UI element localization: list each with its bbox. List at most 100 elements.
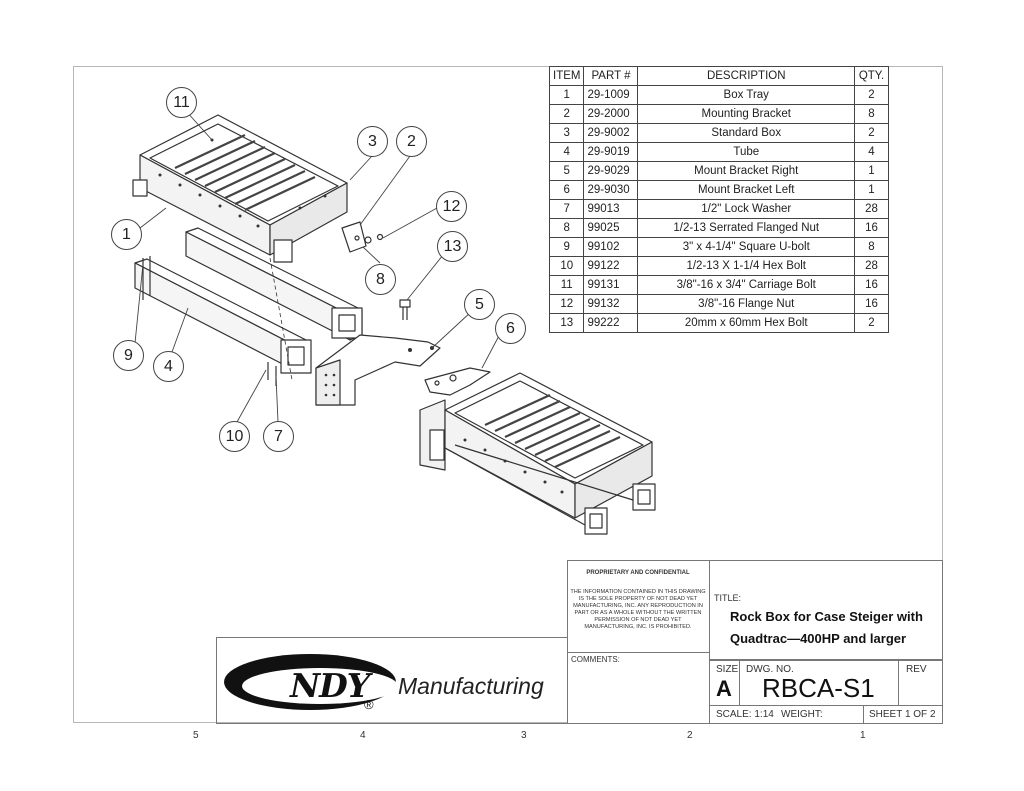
title-line-2: Quadtrac—400HP and larger [730, 631, 907, 646]
comments-box [567, 652, 710, 724]
title-box [709, 590, 943, 660]
bom-item-cell: 5 [548, 161, 585, 181]
bom-item-cell: 6 [548, 180, 585, 200]
bom-part-cell: 29-9029 [583, 161, 639, 181]
bom-part-cell: 99025 [583, 218, 639, 238]
bom-part-cell: 29-2000 [583, 104, 639, 124]
bom-qty-cell: 1 [854, 180, 889, 200]
callout-6: 6 [495, 313, 526, 344]
zone-label-3: 3 [521, 730, 527, 741]
bom-part-cell: 99132 [583, 294, 639, 314]
dwg-no-box [739, 660, 899, 706]
bom-part-cell: 29-9030 [583, 180, 639, 200]
logo-box [216, 637, 568, 724]
callout-8: 8 [365, 264, 396, 295]
weight-text: WEIGHT: [781, 709, 823, 720]
bom-description-cell: 3" x 4-1/4" Square U-bolt [637, 237, 855, 257]
bom-header-item: ITEM [548, 66, 585, 86]
bom-part-cell: 99102 [583, 237, 639, 257]
bom-qty-cell: 2 [854, 123, 889, 143]
callout-5: 5 [464, 289, 495, 320]
bom-item-cell: 1 [548, 85, 585, 105]
callout-7: 7 [263, 421, 294, 452]
bom-part-cell: 29-9019 [583, 142, 639, 162]
proprietary-text: THE INFORMATION CONTAINED IN THIS DRAWIN… [570, 589, 706, 630]
bom-item-cell: 10 [548, 256, 585, 276]
logo-brand: NDY [290, 666, 370, 705]
bom-part-cell: 99131 [583, 275, 639, 295]
bom-part-cell: 99222 [583, 313, 639, 333]
size-value: A [716, 676, 732, 701]
bom-qty-cell: 8 [854, 104, 889, 124]
ndy-logo-swoosh [224, 646, 400, 710]
bom-part-cell: 99122 [583, 256, 639, 276]
bom-description-cell: Mounting Bracket [637, 104, 855, 124]
tube-lower [134, 256, 312, 386]
bom-part-cell: 99013 [583, 199, 639, 219]
bom-description-cell: 1/2" Lock Washer [637, 199, 855, 219]
bom-qty-cell: 28 [854, 199, 889, 219]
bom-description-cell: Mount Bracket Left [637, 180, 855, 200]
standard-box-right [429, 372, 656, 535]
callout-1: 1 [111, 219, 142, 250]
bom-item-cell: 4 [548, 142, 585, 162]
bom-description-cell: 1/2-13 X 1-1/4 Hex Bolt [637, 256, 855, 276]
bom-header-row: ITEM PART # DESCRIPTION QTY. [548, 66, 889, 86]
mount-bracket-right [315, 334, 441, 406]
bom-item-cell: 13 [548, 313, 585, 333]
callout-12: 12 [436, 191, 467, 222]
proprietary-heading: PROPRIETARY AND CONFIDENTIAL [586, 570, 690, 576]
zone-label-1: 1 [860, 730, 866, 741]
zone-label-4: 4 [360, 730, 366, 741]
bom-description-cell: 3/8"-16 x 3/4" Carriage Bolt [637, 275, 855, 295]
title-line-1: Rock Box for Case Steiger with [730, 609, 923, 624]
mounting-bracket-2 [341, 221, 384, 253]
bom-description-cell: 3/8"-16 Flange Nut [637, 294, 855, 314]
standard-box-left [132, 114, 348, 263]
hex-bolt-13 [399, 299, 411, 320]
bom-header-qty: QTY. [854, 66, 889, 86]
bom-description-cell: Standard Box [637, 123, 855, 143]
bom-qty-cell: 1 [854, 161, 889, 181]
bom-header-description: DESCRIPTION [637, 66, 855, 86]
bom-qty-cell: 16 [854, 218, 889, 238]
bom-item-cell: 8 [548, 218, 585, 238]
callout-9: 9 [113, 340, 144, 371]
title-block-proprietary [567, 560, 710, 653]
bom-item-cell: 9 [548, 237, 585, 257]
tube-upper [185, 227, 363, 341]
bom-description-cell: Mount Bracket Right [637, 161, 855, 181]
dwg-no-label: DWG. NO. [746, 664, 794, 675]
zone-label-2: 2 [687, 730, 693, 741]
title-label: TITLE: [714, 593, 742, 603]
bom-description-cell: 20mm x 60mm Hex Bolt [637, 313, 855, 333]
bom-description-cell: Box Tray [637, 85, 855, 105]
dwg-no-value: RBCA-S1 [762, 673, 875, 703]
callout-10: 10 [219, 421, 250, 452]
bom-qty-cell: 16 [854, 275, 889, 295]
bom-qty-cell: 16 [854, 294, 889, 314]
scale-box [709, 705, 943, 724]
bom-qty-cell: 28 [854, 256, 889, 276]
bom-part-cell: 29-1009 [583, 85, 639, 105]
size-label: SIZE [716, 664, 739, 675]
bom-qty-cell: 2 [854, 85, 889, 105]
logo-manufacturing: Manufacturing [398, 673, 544, 699]
callout-13: 13 [437, 231, 468, 262]
bom-item-cell: 12 [548, 294, 585, 314]
bom-item-cell: 3 [548, 123, 585, 143]
